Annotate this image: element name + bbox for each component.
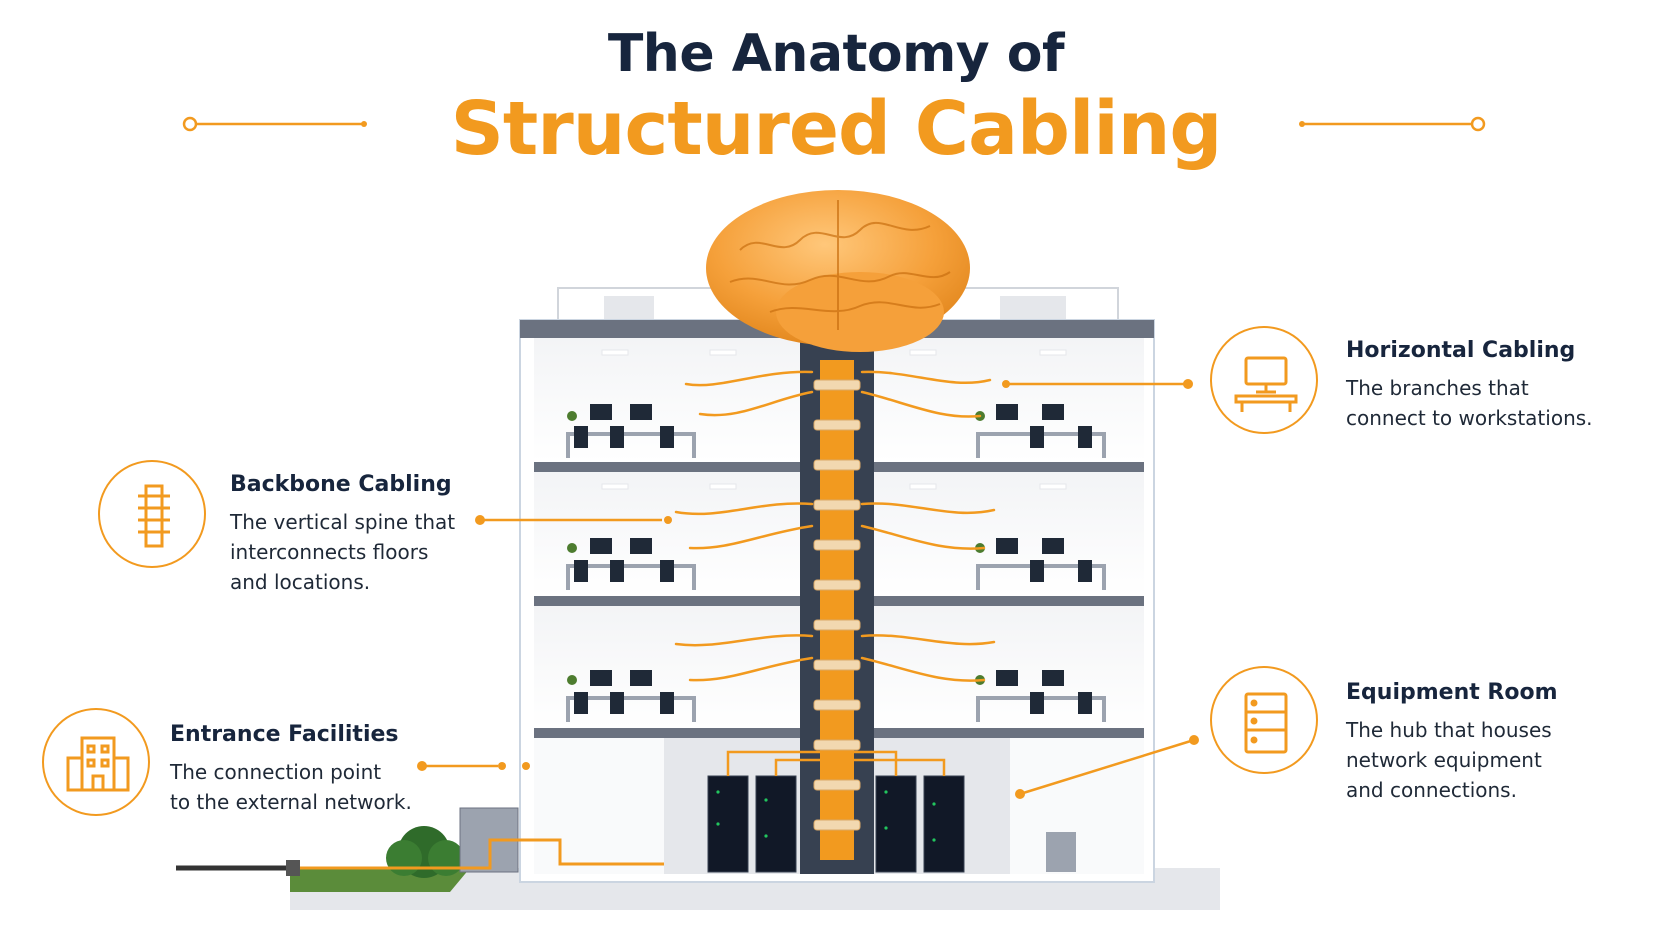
server-rack-icon (1210, 666, 1318, 774)
connector-entrance (417, 761, 530, 771)
title-decoration-right (1299, 116, 1486, 132)
callout-desc-line: and locations. (230, 570, 371, 594)
workstation-icon (1210, 326, 1318, 434)
callout-horizontal-cabling: Horizontal Cabling The branches that conn… (1346, 338, 1593, 433)
callout-desc-line: interconnects floors (230, 540, 429, 564)
workstations (566, 404, 1106, 722)
callout-desc-line: network equipment (1346, 748, 1542, 772)
backbone-spine (813, 360, 861, 860)
title-line-1: The Anatomy of (607, 24, 1065, 84)
callout-desc-line: and connections. (1346, 778, 1517, 802)
callout-equipment-room: Equipment Room The hub that houses networ… (1346, 680, 1558, 805)
title-line-2: Structured Cabling (450, 86, 1223, 172)
callout-heading: Entrance Facilities (170, 722, 399, 747)
building-icon (42, 708, 150, 816)
callout-desc-line: The vertical spine that (230, 510, 456, 534)
callout-desc-line: to the external network. (170, 790, 412, 814)
floor-slabs (534, 462, 1144, 738)
callout-desc-line: The branches that (1346, 376, 1529, 400)
horizontal-cables (674, 370, 996, 682)
callout-desc-line: The hub that houses (1346, 718, 1552, 742)
callout-entrance-facilities: Entrance Facilities The connection point… (170, 722, 412, 817)
connector-backbone (475, 515, 672, 525)
callout-heading: Equipment Room (1346, 680, 1558, 705)
utility-cabinet (1046, 832, 1076, 872)
callout-backbone-cabling: Backbone Cabling The vertical spine that… (230, 472, 455, 597)
brain (706, 190, 970, 352)
title-decoration-left (182, 116, 367, 132)
callout-heading: Backbone Cabling (230, 472, 452, 497)
spine-icon (98, 460, 206, 568)
callout-desc-line: The connection point (170, 760, 382, 784)
connector-horizontal (1002, 379, 1193, 389)
callout-heading: Horizontal Cabling (1346, 338, 1576, 363)
callout-desc-line: connect to workstations. (1346, 406, 1593, 430)
connector-equipment (1015, 735, 1199, 799)
